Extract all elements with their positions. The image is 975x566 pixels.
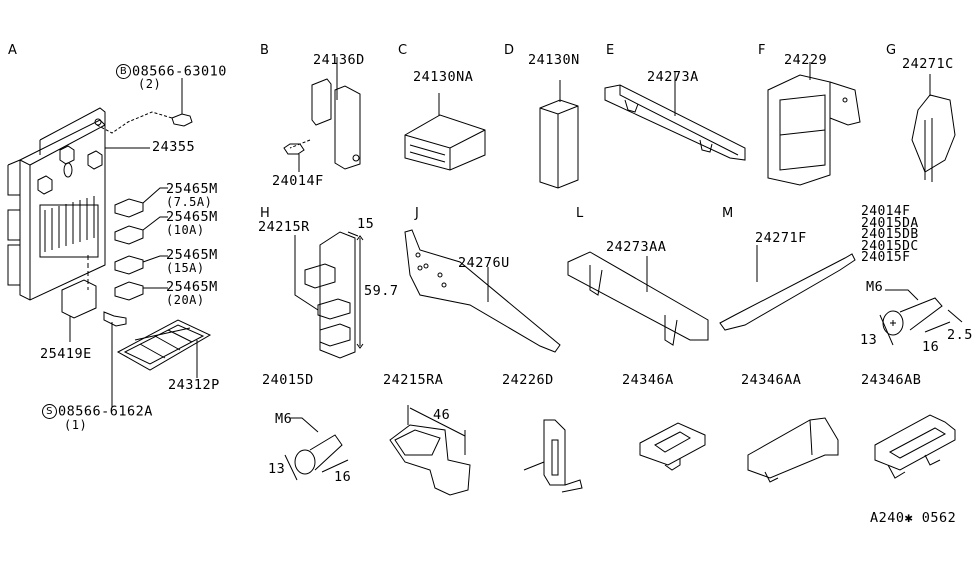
bracket-24136d-drawing	[283, 57, 361, 172]
clip-24346a-drawing	[639, 422, 706, 471]
drawing-code: A240✱ 0562	[870, 510, 957, 526]
dimension-13: 13	[268, 461, 286, 477]
bolt-bottom-drawing	[284, 417, 349, 481]
fuse-block-drawing	[7, 78, 212, 408]
part-label-24014f[interactable]: 24014F	[272, 173, 324, 189]
section-label-h: H	[260, 206, 270, 221]
part-label-25465m-20a[interactable]: 25465M	[166, 279, 218, 295]
part-label-24215r[interactable]: 24215R	[258, 219, 310, 235]
screw-type-s-icon: S	[42, 404, 57, 419]
part-label-24015db[interactable]: 24015DB	[861, 227, 919, 242]
section-label-j: J	[415, 206, 419, 221]
section-label-f: F	[758, 43, 766, 58]
clip-24346ab-drawing	[874, 414, 956, 479]
part-label-25419e[interactable]: 25419E	[40, 346, 92, 362]
part-label-24346ab[interactable]: 24346AB	[861, 372, 922, 388]
part-label-24136d[interactable]: 24136D	[313, 52, 365, 68]
part-label-24015d[interactable]: 24015D	[262, 372, 314, 388]
bolt-part-list: 24014F 24015DA 24015DB 24015DC 24015F	[861, 204, 919, 265]
part-label-24014f[interactable]: 24014F	[861, 204, 911, 219]
part-label-24215ra[interactable]: 24215RA	[383, 372, 444, 388]
fuse-rating-7-5a: (7.5A)	[166, 195, 213, 209]
section-label-d: D	[504, 43, 515, 58]
part-label-24015da[interactable]: 24015DA	[861, 215, 919, 231]
part-label-24229[interactable]: 24229	[784, 52, 828, 68]
bracket-24271f-drawing	[719, 245, 856, 331]
section-label-e: E	[606, 43, 615, 58]
section-label-m: M	[722, 206, 734, 221]
part-label-24271c[interactable]: 24271C	[902, 56, 954, 72]
fuse-rating-15a: (15A)	[166, 261, 205, 275]
part-label-24346a[interactable]: 24346A	[622, 372, 674, 388]
bolt-type-b-icon: B	[116, 64, 131, 79]
dimension-15: 15	[357, 216, 375, 232]
thread-size-m6: M6	[866, 279, 884, 295]
part-label-24015f[interactable]: 24015F	[861, 250, 911, 265]
part-label-25465m-10a[interactable]: 25465M	[166, 209, 218, 225]
section-label-c: C	[398, 43, 408, 58]
section-label-l: L	[576, 206, 584, 221]
quantity-label: (1)	[64, 418, 88, 432]
clip-24271c-drawing	[911, 74, 956, 182]
part-label-25465m-7-5a[interactable]: 25465M	[166, 181, 218, 197]
part-label-24130n[interactable]: 24130N	[528, 52, 580, 68]
relay-24130n-drawing	[539, 80, 579, 189]
dimension-16: 16	[922, 339, 940, 355]
section-label-a: A	[8, 43, 17, 58]
section-label-b: B	[260, 43, 269, 58]
part-label-24312p[interactable]: 24312P	[168, 377, 220, 393]
part-label-24273a[interactable]: 24273A	[647, 69, 699, 85]
dimension-46: 46	[433, 407, 451, 423]
thread-size-m6: M6	[275, 411, 293, 427]
bracket-24273a-drawing	[604, 72, 746, 161]
part-label-25465m-15a[interactable]: 25465M	[166, 247, 218, 263]
clip-24215r-drawing	[294, 231, 364, 359]
part-label-24226d[interactable]: 24226D	[502, 372, 554, 388]
quantity-label: (2)	[138, 77, 162, 91]
dimension-59-7: 59.7	[364, 283, 399, 299]
part-label-24276u[interactable]: 24276U	[458, 255, 510, 271]
section-label-g: G	[886, 43, 897, 58]
bracket-24229-drawing	[767, 62, 861, 186]
fuse-rating-10a: (10A)	[166, 223, 205, 237]
clip-46-drawing	[389, 405, 471, 496]
bolt-m6-drawing	[879, 289, 963, 346]
part-label-24015dc[interactable]: 24015DC	[861, 238, 919, 254]
part-label-24346aa[interactable]: 24346AA	[741, 372, 802, 388]
part-label-24355[interactable]: 24355	[152, 139, 196, 155]
bracket-24276u-drawing	[404, 229, 561, 353]
part-label-24273aa[interactable]: 24273AA	[606, 239, 667, 255]
connector-24130na-drawing	[404, 93, 486, 171]
bracket-24273aa-drawing	[567, 251, 709, 346]
fuse-rating-20a: (20A)	[166, 293, 205, 307]
dimension-16: 16	[334, 469, 352, 485]
part-label-24271f[interactable]: 24271F	[755, 230, 807, 246]
dimension-13: 13	[860, 332, 878, 348]
clip-24226d-drawing	[523, 419, 583, 493]
part-label-24130na[interactable]: 24130NA	[413, 69, 474, 85]
dimension-2-5: 2.5	[947, 327, 973, 343]
clip-24346aa-drawing	[747, 417, 839, 483]
